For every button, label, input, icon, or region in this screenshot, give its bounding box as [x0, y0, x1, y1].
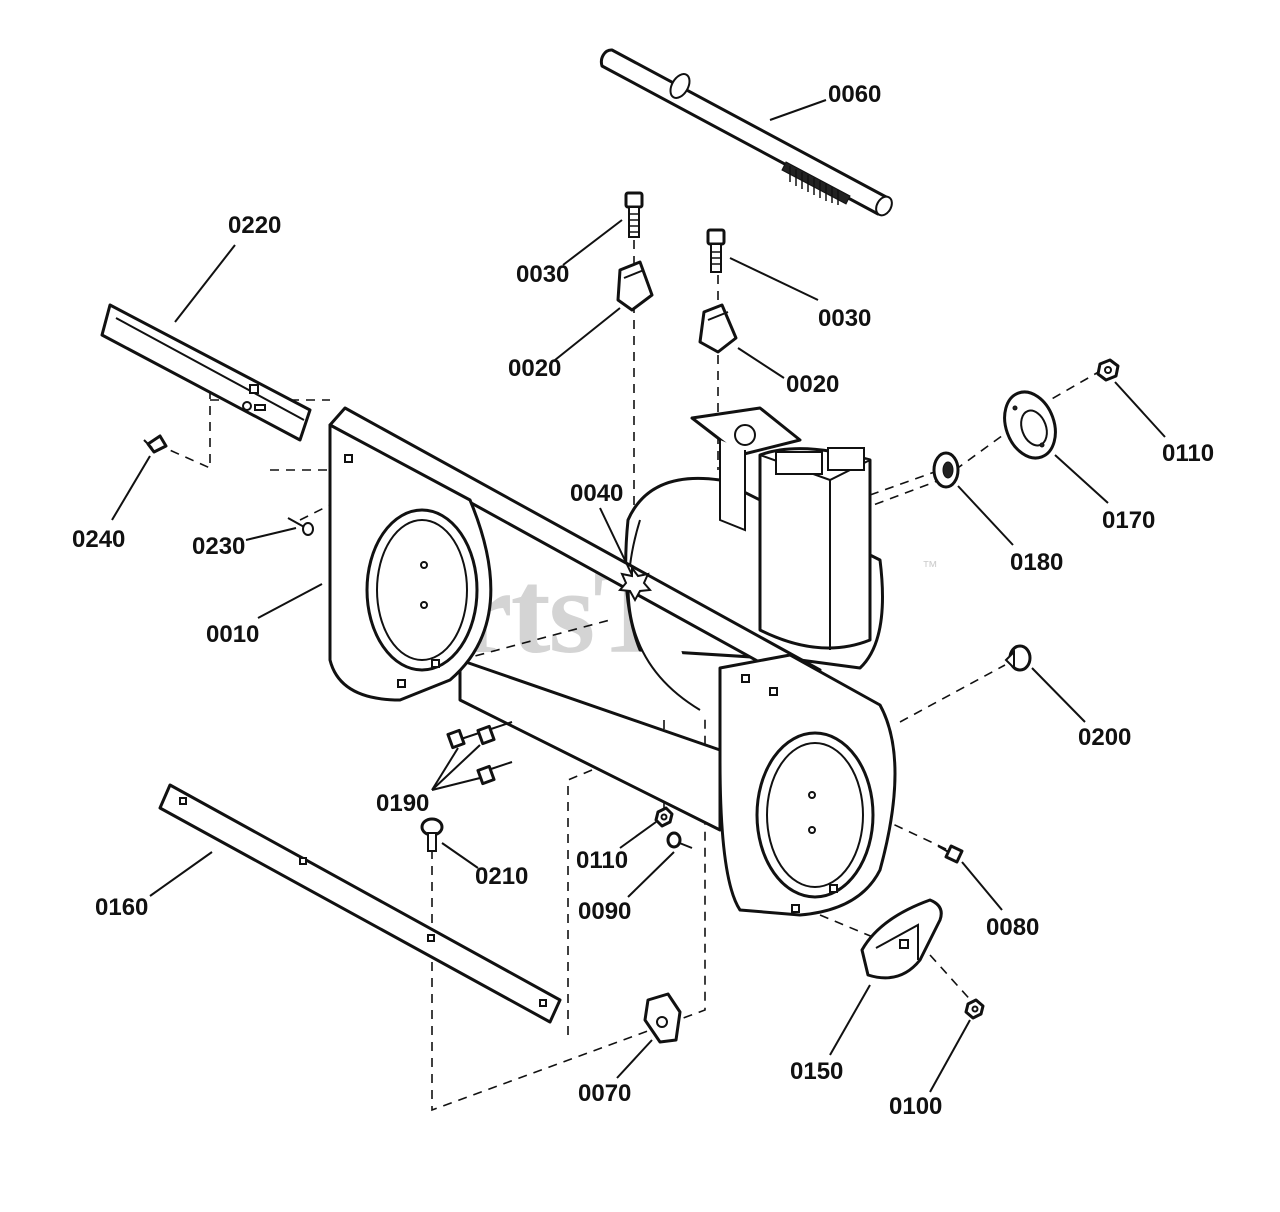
callout-0030-right: 0030 — [818, 305, 871, 332]
callout-0170: 0170 — [1102, 507, 1155, 534]
callout-0180: 0180 — [1010, 549, 1063, 576]
callout-0240: 0240 — [72, 526, 125, 553]
bolts-0190 — [446, 721, 513, 786]
callout-0030-left: 0030 — [516, 261, 569, 288]
flange-0170 — [1003, 390, 1057, 460]
bolt-0080 — [937, 844, 964, 864]
housing-0010 — [328, 406, 897, 917]
callout-0110-top: 0110 — [1162, 440, 1214, 467]
callout-0060: 0060 — [828, 81, 881, 108]
callout-0210: 0210 — [475, 863, 528, 890]
bolt-0090 — [666, 831, 693, 849]
skid-shoe-0150 — [860, 898, 943, 980]
bearing-0180 — [932, 451, 960, 489]
callout-0110-lower: 0110 — [576, 847, 628, 874]
callout-0010: 0010 — [206, 621, 259, 648]
nut-0110-top — [1096, 358, 1120, 382]
callout-0020-right: 0020 — [786, 371, 839, 398]
callout-0200: 0200 — [1078, 724, 1131, 751]
watermark-trademark: ™ — [922, 559, 938, 576]
screw-0230 — [287, 517, 314, 536]
rail-0220 — [100, 303, 312, 442]
bolt-0030-right — [706, 228, 726, 273]
nut-0100 — [964, 998, 985, 1020]
callout-0150: 0150 — [790, 1058, 843, 1085]
callout-0090: 0090 — [578, 898, 631, 925]
nut-0110-lower — [654, 806, 674, 828]
callout-0070: 0070 — [578, 1080, 631, 1107]
callout-0040: 0040 — [570, 480, 623, 507]
bracket-0020-left — [616, 260, 654, 312]
knob-0200 — [1004, 644, 1032, 672]
bracket-0020-right — [698, 303, 738, 354]
bolt-0030-left — [624, 191, 644, 238]
callout-0220: 0220 — [228, 212, 281, 239]
nut-0040 — [617, 565, 653, 603]
scraper-bar-0160 — [158, 783, 562, 1024]
callout-0190: 0190 — [376, 790, 429, 817]
shaft-0060 — [599, 48, 893, 217]
callout-0100: 0100 — [889, 1093, 942, 1120]
guide-0070 — [643, 992, 682, 1044]
callout-0080: 0080 — [986, 914, 1039, 941]
leader-lines — [111, 99, 1166, 1093]
callout-0230: 0230 — [192, 533, 245, 560]
bolt-0240 — [143, 434, 168, 454]
callout-labels: 0060 0220 0030 0030 0020 0020 0110 0240 … — [72, 81, 1214, 1120]
bolt-0210 — [420, 817, 444, 852]
callout-0160: 0160 — [95, 894, 148, 921]
callout-0020-left: 0020 — [508, 355, 561, 382]
